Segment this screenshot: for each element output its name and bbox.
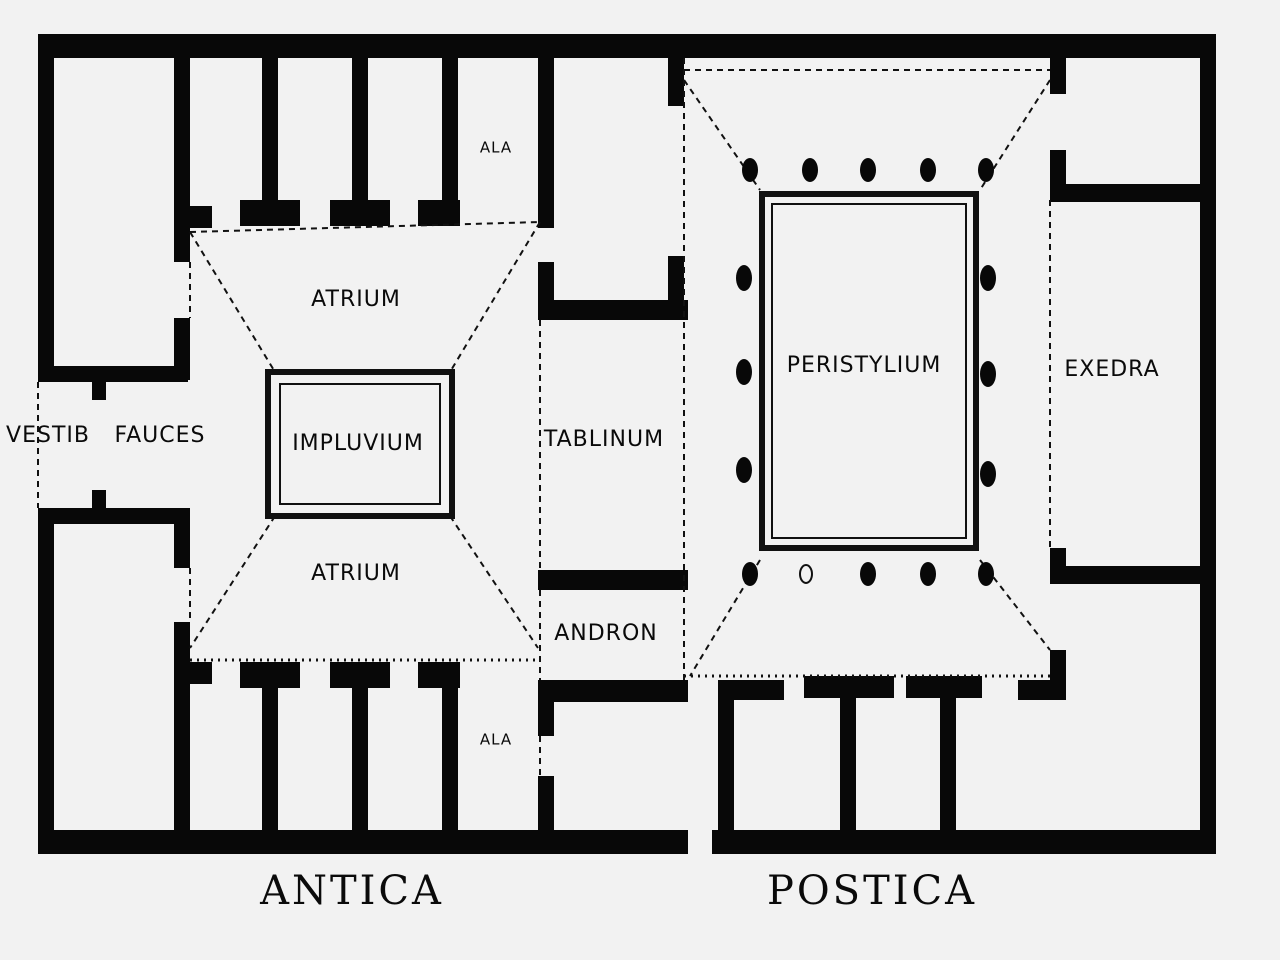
label-atrium-top: ATRIUM [311, 287, 401, 312]
column [736, 265, 752, 291]
column [736, 457, 752, 483]
column [978, 562, 994, 586]
label-ala-top: ALA [480, 139, 512, 157]
label-fauces: FAUCES [114, 423, 205, 448]
label-exedra: EXEDRA [1064, 357, 1159, 382]
peristyle-garden [759, 191, 979, 551]
well-mark [799, 564, 813, 584]
peristyle-columns [736, 158, 996, 586]
atrium-lines [37, 221, 541, 776]
column [736, 359, 752, 385]
column [980, 361, 996, 387]
front-rooms-top [174, 58, 554, 380]
column [920, 562, 936, 586]
column [978, 158, 994, 182]
label-ala-bottom: ALA [480, 731, 512, 749]
label-impluvium: IMPLUVIUM [292, 431, 424, 456]
label-andron: ANDRON [554, 621, 658, 646]
label-vestib: VESTIB [6, 423, 90, 448]
label-peristylium: PERISTYLIUM [787, 353, 942, 378]
column [980, 461, 996, 487]
column [920, 158, 936, 182]
label-tablinum: TABLINUM [543, 427, 664, 452]
label-atrium-bottom: ATRIUM [311, 561, 401, 586]
front-rooms-bottom [174, 508, 554, 830]
column [742, 562, 758, 586]
outer-walls [38, 34, 1216, 854]
column [860, 562, 876, 586]
tablinum-walls [538, 58, 688, 702]
column [802, 158, 818, 182]
column [742, 158, 758, 182]
label-antica: ANTICA [259, 868, 444, 914]
column [980, 265, 996, 291]
impluvium-basin [265, 369, 455, 519]
rear-rooms [718, 58, 1200, 830]
label-postica: POSTICA [767, 868, 977, 914]
column [860, 158, 876, 182]
